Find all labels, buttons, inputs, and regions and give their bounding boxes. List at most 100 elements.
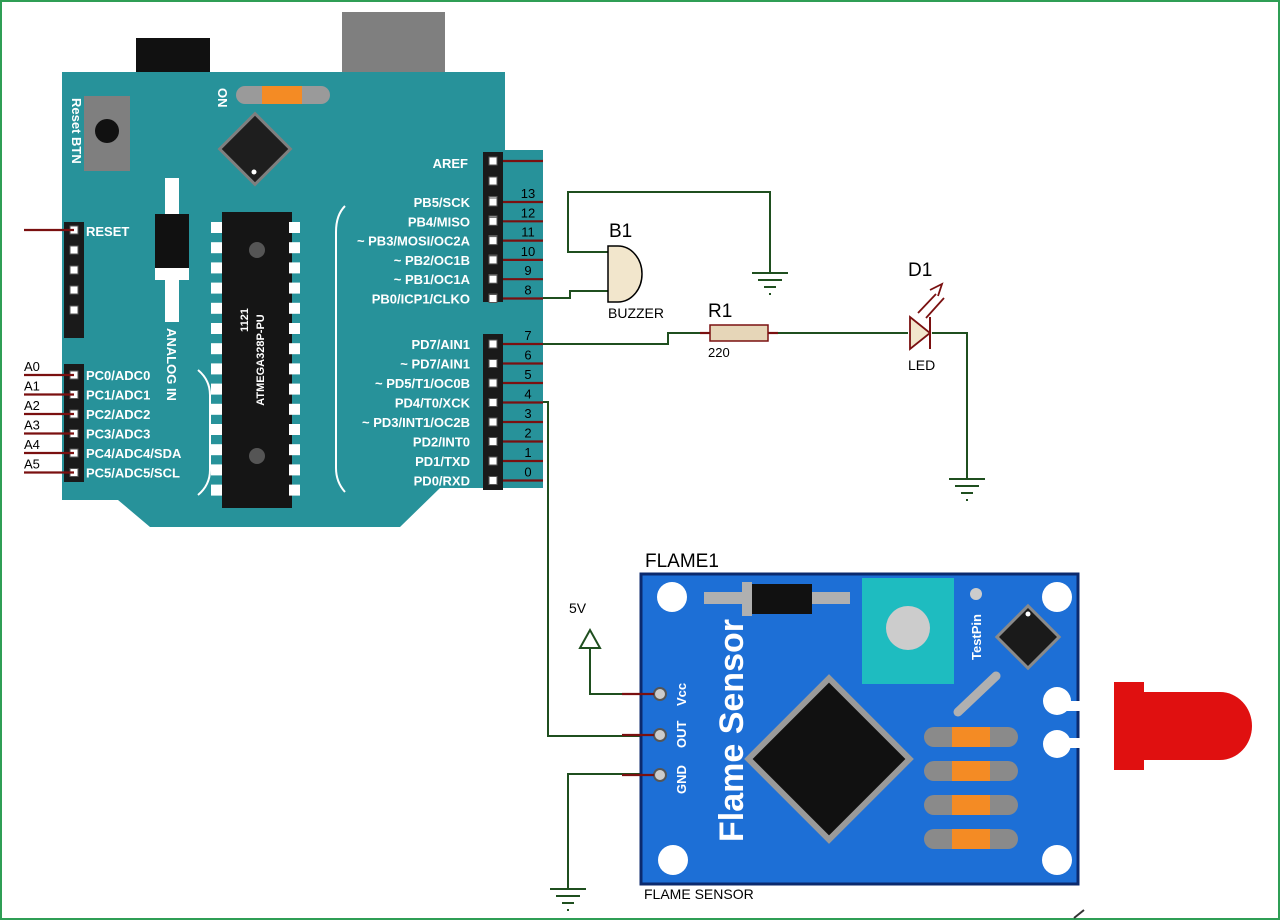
analog-pin-name-A1: A1 <box>24 379 40 394</box>
resistor[interactable]: R1 220 <box>700 301 778 360</box>
analog-pin-name-A3: A3 <box>24 418 40 433</box>
testpin-hole <box>970 588 982 600</box>
chip-pin-left <box>211 262 222 274</box>
digital-pin-number-3: 3 <box>524 406 531 421</box>
potentiometer-knob[interactable] <box>886 606 930 650</box>
wire-pin8-buzzer[interactable] <box>543 290 608 299</box>
ground-symbol-3 <box>550 888 586 911</box>
chip-pin-right <box>289 484 300 496</box>
wire-pin4-out[interactable] <box>543 401 650 737</box>
chip-pin-right <box>289 282 300 294</box>
digital-header-top <box>483 152 503 302</box>
analog-pin-name-A0: A0 <box>24 359 40 374</box>
led-arrowhead-1 <box>929 282 944 297</box>
analog-pin-name-A5: A5 <box>24 457 40 472</box>
digital-pin-number-13: 13 <box>521 186 535 201</box>
mount-hole-tr <box>1042 582 1072 612</box>
vcc-pad[interactable] <box>653 687 667 701</box>
analog-pin-label-A3: PC3/ADC3 <box>86 427 150 442</box>
digital-pin-label-5: ~ PD5/T1/OC0B <box>375 376 470 391</box>
header-hole <box>488 216 498 226</box>
digital-pin-label-7: PD7/AIN1 <box>411 337 470 352</box>
chip-pin-left <box>211 282 222 294</box>
wire-led-ground[interactable] <box>932 332 968 478</box>
chip-label-1: 1121 <box>239 308 251 332</box>
resistor-value: 220 <box>708 345 730 360</box>
header-hole <box>488 156 498 166</box>
digital-pin-number-6: 6 <box>524 348 531 363</box>
led-leg-bar <box>953 671 1001 717</box>
resistor-body[interactable] <box>709 324 769 342</box>
reset-label: RESET <box>86 224 129 239</box>
reset-button-cap[interactable] <box>95 119 119 143</box>
digital-pin-label-1: PD1/TXD <box>415 454 470 469</box>
arduino-board[interactable]: Reset BTN ON ANALOG IN 1121 ATMEGA328P-P… <box>24 12 543 527</box>
reset-btn-label: Reset BTN <box>69 98 84 164</box>
wire-pin7-resistor[interactable] <box>543 332 708 345</box>
chip-pin-left <box>211 363 222 375</box>
module-resistor-band <box>952 795 990 815</box>
chip-pin-left <box>211 383 222 395</box>
flame-ir-led[interactable] <box>1064 682 1252 770</box>
led-d1[interactable]: D1 LED <box>908 260 945 373</box>
flame-board-text: Flame Sensor <box>713 619 751 842</box>
digital-pin-number-7: 7 <box>524 328 531 343</box>
chip-pin-right <box>289 424 300 435</box>
ir-led-pad-2 <box>1043 730 1071 758</box>
ir-led-leg-1 <box>1064 701 1116 711</box>
header-hole <box>488 176 498 186</box>
arduino-pcb <box>62 72 543 527</box>
gnd-pad[interactable] <box>653 768 667 782</box>
digital-header-bottom <box>483 334 503 490</box>
flame-value: FLAME SENSOR <box>644 886 754 902</box>
buzzer[interactable]: B1 BUZZER <box>607 221 664 321</box>
flame-ref: FLAME1 <box>645 551 719 572</box>
aref-label: AREF <box>433 156 468 171</box>
header-hole <box>69 305 79 315</box>
digital-pin-number-12: 12 <box>521 205 535 220</box>
wire-gnd-ground[interactable] <box>567 773 650 888</box>
digital-pin-label-6: ~ PD7/AIN1 <box>400 357 470 372</box>
chip-mark <box>249 448 265 464</box>
flame-sensor-module[interactable]: FLAME1 TestPin Vc <box>622 551 1080 902</box>
header-hole <box>488 255 498 265</box>
chip-pin-right <box>289 383 300 395</box>
analog-bracket <box>197 369 211 496</box>
digital-pin-number-1: 1 <box>524 445 531 460</box>
smd-chip-dot <box>251 169 257 175</box>
header-hole <box>488 378 498 388</box>
chip-pin-left <box>211 403 222 415</box>
led-arrow-2 <box>925 297 945 319</box>
digital-pin-label-8: PB0/ICP1/CLKO <box>372 292 470 307</box>
digital-pin-label-0: PD0/RXD <box>414 474 470 489</box>
chip-pin-right <box>289 464 300 476</box>
led-triangle[interactable] <box>909 315 932 351</box>
buzzer-body[interactable] <box>607 245 643 303</box>
module-resistors <box>924 727 1018 849</box>
chip-pin-right <box>289 242 300 254</box>
wire-buzzer-ground[interactable] <box>567 191 771 272</box>
mount-hole-tl <box>657 582 687 612</box>
led-ref: D1 <box>908 260 932 281</box>
out-pad[interactable] <box>653 728 667 742</box>
chip-pin-right <box>289 444 300 456</box>
smd-chip <box>217 111 293 187</box>
module-diode-band <box>742 582 752 616</box>
board-diode-lead-bottom <box>165 280 179 322</box>
board-diode-band <box>155 268 189 280</box>
header-hole <box>488 339 498 349</box>
header-hole <box>488 197 498 207</box>
analog-pin-label-A1: PC1/ADC1 <box>86 388 150 403</box>
digital-bracket <box>335 205 346 493</box>
mount-hole-br <box>1042 845 1072 875</box>
digital-pin-label-13: PB5/SCK <box>414 195 471 210</box>
buzzer-ref: B1 <box>609 221 632 242</box>
on-label: ON <box>215 88 230 108</box>
module-diode-body <box>750 584 812 614</box>
ir-led-dome[interactable] <box>1140 692 1252 760</box>
power-header <box>64 222 84 338</box>
on-led <box>262 86 302 104</box>
corner-mark <box>1073 909 1085 919</box>
power-arrow-icon <box>578 627 602 649</box>
